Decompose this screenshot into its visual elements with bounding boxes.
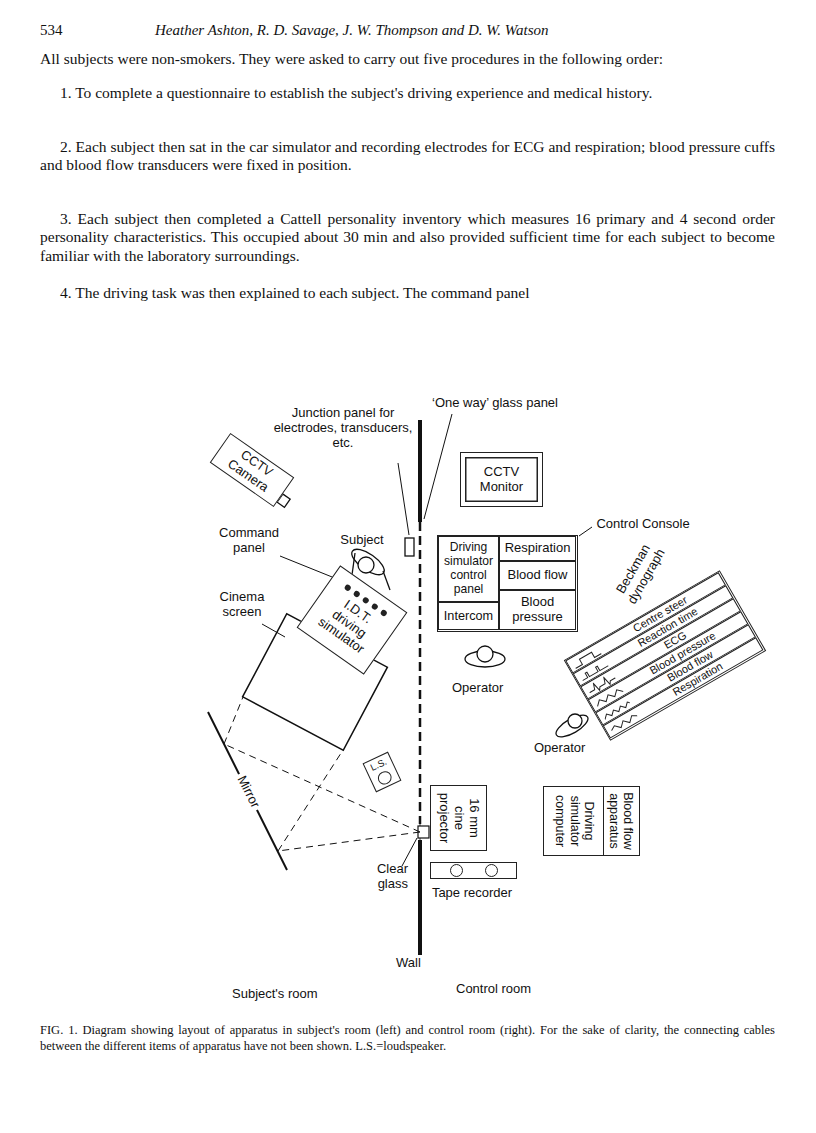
console-panel: Respiration — [499, 536, 576, 561]
operator-label: Operator — [534, 741, 604, 756]
node-content: Driving simulator control panel — [439, 537, 498, 601]
button-dot — [353, 590, 361, 598]
loudspeaker: L.S. — [363, 752, 402, 793]
figure-caption: FIG. 1. Diagram showing layout of appara… — [40, 1022, 775, 1054]
node-content: L.S. — [364, 753, 400, 791]
leader-line — [424, 414, 452, 519]
node-content: Blood flow — [500, 562, 575, 589]
beckman-dynograph: Beckman dynographCentre steerReaction ti… — [564, 570, 766, 741]
node-content: Intercom — [439, 603, 498, 629]
wall-line — [418, 420, 422, 522]
rack-section: Blood flow apparatus — [604, 787, 638, 855]
body-paragraph: All subjects were non-smokers. They were… — [40, 50, 775, 68]
subject-arm — [352, 553, 355, 575]
console-panel: Intercom — [438, 602, 499, 630]
node-content: Driving simulator computer Blood flow app… — [544, 787, 639, 855]
node-heading: Control Console — [587, 517, 699, 532]
node-content: 16 mm cine projector — [431, 786, 486, 850]
subject-label: Subject — [332, 533, 392, 548]
computer-rack: Driving simulator computer Blood flow app… — [543, 786, 640, 856]
wall-label: Wall — [396, 956, 446, 971]
button-dot — [380, 608, 388, 616]
room-label: Subject's room — [232, 987, 352, 1002]
junction-label: Junction panel for electrodes, transduce… — [266, 406, 420, 451]
list-item: 2. Each subject then sat in the car simu… — [40, 138, 775, 175]
projection-beam — [278, 832, 420, 851]
trace-line — [610, 713, 638, 732]
operator-head — [477, 646, 493, 662]
operator-head — [568, 714, 582, 728]
tape-reels — [450, 864, 498, 877]
node-label: I.D.T. driving simulator — [310, 587, 388, 660]
page-number: 534 — [40, 22, 80, 39]
cine-projector: 16 mm cine projector — [430, 785, 487, 851]
operator-label: Operator — [452, 681, 522, 696]
button-dot — [344, 583, 352, 591]
glass-label: ‘One way’ glass panel — [432, 396, 582, 411]
g-shape — [224, 697, 420, 851]
node-content: CCTV Monitor — [461, 453, 542, 506]
console-panel: Driving simulator control panel — [438, 536, 499, 602]
node-content: CCTV Camera — [211, 434, 293, 505]
node-content: Blood pressure — [500, 591, 575, 629]
button-dot — [362, 596, 370, 604]
node-heading: Tape recorder — [417, 886, 527, 901]
room-label: Control room — [456, 982, 576, 997]
node-label: L.S. — [369, 757, 389, 774]
console-panel: Blood pressure — [499, 590, 576, 630]
rack-label: Driving simulator computer — [552, 789, 595, 853]
leader-line — [398, 463, 409, 535]
node-label: Blood pressure — [506, 595, 569, 625]
console-panel: Blood flow — [499, 561, 576, 590]
screen-label: Cinema screen — [210, 590, 274, 620]
command-label: Command panel — [214, 526, 284, 556]
node-label: CCTV Monitor — [467, 465, 536, 495]
junction-panel — [405, 538, 414, 556]
rack-label: Blood flow apparatus — [607, 789, 636, 853]
running-head: Heather Ashton, R. D. Savage, J. W. Thom… — [155, 22, 735, 39]
subject-head — [358, 557, 374, 573]
node-label: Driving simulator control panel — [444, 541, 493, 597]
leader-line — [262, 624, 285, 637]
list-item: 3. Each subject then completed a Cattell… — [40, 210, 775, 265]
control-console: Control ConsoleDriving simulator control… — [437, 535, 578, 632]
node-label: Intercom — [444, 609, 493, 624]
button-dot — [371, 602, 379, 610]
driving-simulator: I.D.T. driving simulator — [297, 565, 408, 674]
node-content: I.D.T. driving simulator — [298, 567, 406, 674]
projection-beam — [224, 744, 420, 832]
one-way-glass — [419, 522, 422, 824]
node-content — [431, 863, 516, 878]
subject-arm — [383, 571, 390, 590]
projection-beam — [278, 750, 343, 851]
rack-section: Driving simulator computer — [544, 787, 604, 855]
tape-recorder: Tape recorder — [430, 862, 517, 879]
projection-beam — [224, 697, 243, 744]
tape-reel — [485, 864, 498, 877]
speaker-symbol — [376, 769, 394, 787]
list-item: 4. The driving task was then explained t… — [40, 284, 775, 302]
node-label: 16 mm cine projector — [436, 788, 481, 848]
operator-figure — [553, 711, 591, 741]
glass-label: Clear glass — [358, 862, 408, 892]
node-label: Blood flow — [508, 568, 568, 583]
node-content: Respiration — [500, 537, 575, 560]
mirror-line — [208, 712, 287, 870]
node-label: Respiration — [505, 541, 571, 556]
cctv-monitor: CCTV Monitor — [460, 452, 543, 507]
leader-line — [579, 527, 592, 536]
g-shape — [208, 414, 592, 955]
list-item: 1. To complete a questionnaire to establ… — [40, 84, 775, 102]
node-label: CCTV Camera — [217, 439, 287, 500]
mirror-label: Mirror — [232, 771, 263, 813]
wall-line — [418, 840, 422, 955]
tape-reel — [450, 864, 463, 877]
